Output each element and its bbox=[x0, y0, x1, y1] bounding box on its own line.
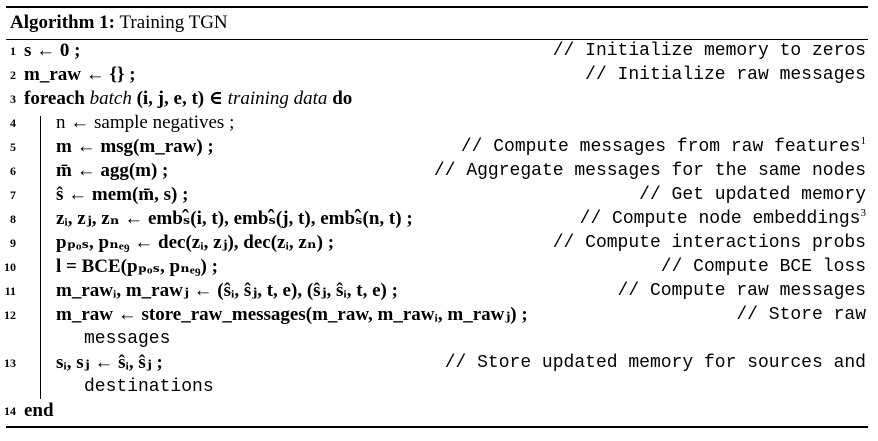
line-code: m_raw ← {} ; bbox=[24, 64, 136, 85]
line-code: zᵢ, zⱼ, zₙ ← embₛ̂(i, t), embₛ̂(j, t), e… bbox=[56, 208, 413, 229]
line-comment: // Compute messages from raw features1 bbox=[461, 135, 866, 159]
line-number: 9 bbox=[10, 236, 16, 250]
algo-line: 4 n ← sample negatives ; bbox=[6, 111, 868, 135]
keyword-do: do bbox=[332, 88, 353, 109]
line-number: 14 bbox=[4, 404, 16, 418]
loop-tuple: (i, j, e, t) ∈ bbox=[136, 88, 223, 109]
comment-text: // Compute node embeddings bbox=[579, 209, 861, 229]
algo-line: 8 zᵢ, zⱼ, zₙ ← embₛ̂(i, t), embₛ̂(j, t),… bbox=[6, 207, 868, 231]
line-number: 13 bbox=[4, 356, 16, 370]
line-comment: // Compute BCE loss bbox=[660, 257, 866, 277]
line-number: 10 bbox=[4, 260, 16, 274]
line-code: m_raw ← store_raw_messages(m_raw, m_rawᵢ… bbox=[56, 304, 528, 325]
line-comment: // Compute interactions probs bbox=[552, 233, 866, 253]
line-code: pₚₒₛ, pₙₑ₉ ← dec(zᵢ, zⱼ), dec(zᵢ, zₙ) ; bbox=[56, 232, 335, 253]
comment-continuation: destinations bbox=[84, 377, 214, 397]
line-code: m̄ ← agg(m) ; bbox=[56, 160, 169, 181]
loop-body-bar bbox=[40, 116, 41, 399]
line-code: s ← 0 ; bbox=[24, 40, 81, 61]
bottom-rule bbox=[6, 426, 868, 428]
algo-line-continuation: messages bbox=[6, 327, 868, 351]
algo-line: 11 m_rawᵢ, m_rawⱼ ← (ŝᵢ, ŝⱼ, t, e), (ŝⱼ,… bbox=[5, 279, 868, 303]
line-code: foreach batch (i, j, e, t) ∈ training da… bbox=[24, 87, 352, 111]
line-number: 11 bbox=[4, 284, 16, 298]
line-comment: // Compute node embeddings3 bbox=[580, 207, 866, 231]
caption-rule bbox=[6, 39, 868, 40]
line-number: 6 bbox=[10, 164, 16, 178]
algo-line: 14 end bbox=[4, 399, 868, 423]
line-number: 5 bbox=[10, 140, 16, 154]
comment-text: // Compute messages from raw features bbox=[460, 137, 861, 157]
algo-line: 7 ŝ ← mem(m̄, s) ; // Get updated memory bbox=[6, 183, 868, 207]
keyword-end: end bbox=[24, 400, 54, 421]
keyword-foreach: foreach bbox=[24, 88, 85, 109]
comment-continuation: messages bbox=[84, 329, 171, 349]
algo-line: 13 sᵢ, sⱼ ← ŝᵢ, ŝⱼ ; // Store updated me… bbox=[4, 351, 868, 375]
line-code: m ← msg(m_raw) ; bbox=[56, 136, 214, 157]
line-comment: // Store updated memory for sources and bbox=[444, 353, 866, 373]
line-comment: // Initialize raw messages bbox=[585, 65, 866, 85]
line-code: l = BCE(pₚₒₛ, pₙₑ₉) ; bbox=[56, 256, 218, 277]
line-number: 7 bbox=[10, 188, 16, 202]
algorithm-block: Algorithm 1: Training TGN 1 s ← 0 ; // I… bbox=[4, 6, 868, 431]
algorithm-label: Algorithm 1: bbox=[10, 12, 116, 33]
line-code: ŝ ← mem(m̄, s) ; bbox=[56, 184, 189, 205]
footnote-marker: 1 bbox=[860, 135, 867, 147]
var-training-data: training data bbox=[227, 88, 328, 109]
algo-line: 9 pₚₒₛ, pₙₑ₉ ← dec(zᵢ, zⱼ), dec(zᵢ, zₙ) … bbox=[6, 231, 868, 255]
algorithm-title: Training TGN bbox=[119, 12, 228, 33]
line-number: 4 bbox=[10, 116, 16, 130]
line-number: 3 bbox=[10, 92, 16, 106]
algo-line: 3 foreach batch (i, j, e, t) ∈ training … bbox=[6, 87, 868, 111]
algo-line: 12 m_raw ← store_raw_messages(m_raw, m_r… bbox=[4, 303, 868, 327]
algo-line: 5 m ← msg(m_raw) ; // Compute messages f… bbox=[6, 135, 868, 159]
line-code: n ← sample negatives ; bbox=[56, 112, 235, 133]
algo-line: 1 s ← 0 ; // Initialize memory to zeros bbox=[6, 39, 868, 63]
line-number: 2 bbox=[10, 68, 16, 82]
line-comment: // Compute raw messages bbox=[617, 281, 866, 301]
line-comment: // Initialize memory to zeros bbox=[552, 41, 866, 61]
line-number: 8 bbox=[10, 212, 16, 226]
algorithm-caption: Algorithm 1: Training TGN bbox=[10, 12, 228, 34]
line-code: sᵢ, sⱼ ← ŝᵢ, ŝⱼ ; bbox=[56, 352, 163, 373]
line-comment: // Get updated memory bbox=[639, 185, 866, 205]
var-batch: batch bbox=[89, 88, 132, 109]
line-number: 12 bbox=[4, 308, 16, 322]
line-code: m_rawᵢ, m_rawⱼ ← (ŝᵢ, ŝⱼ, t, e), (ŝⱼ, ŝᵢ… bbox=[56, 280, 398, 301]
algo-line: 10 l = BCE(pₚₒₛ, pₙₑ₉) ; // Compute BCE … bbox=[4, 255, 868, 279]
line-comment: // Store raw bbox=[736, 305, 866, 325]
top-rule bbox=[6, 6, 868, 8]
algo-line: 6 m̄ ← agg(m) ; // Aggregate messages fo… bbox=[6, 159, 868, 183]
algo-line: 2 m_raw ← {} ; // Initialize raw message… bbox=[6, 63, 868, 87]
algo-line-continuation: destinations bbox=[6, 375, 868, 399]
line-comment: // Aggregate messages for the same nodes bbox=[433, 161, 866, 181]
line-number: 1 bbox=[10, 44, 16, 58]
footnote-marker: 3 bbox=[860, 207, 867, 219]
